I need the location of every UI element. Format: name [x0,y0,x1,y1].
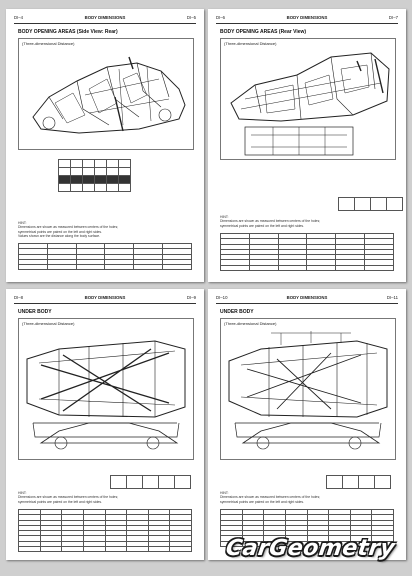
manual-page-1: DI–4 BODY DIMENSIONS DI–5 BODY OPENING A… [6,9,204,282]
figure-caption: (Three-dimensional Distance) [224,321,277,326]
body-shell-drawing [32,56,186,134]
section-title: BODY OPENING AREAS (Side View: Rear) [18,29,118,35]
rear-view-diagram-frame: (Three-dimensional Distance) [220,38,396,160]
manual-page-2: DI–6 BODY DIMENSIONS DI–7 BODY OPENING A… [208,9,406,282]
page-header-title: BODY DIMENSIONS [286,15,328,20]
measurement-table [220,508,394,548]
measurement-table [18,242,192,271]
page-code-right: DI–5 [186,15,196,20]
underbody-drawing [26,340,186,450]
dimension-grid [58,159,131,192]
reference-point-strip [110,475,191,489]
page-header: DI–10 BODY DIMENSIONS DI–11 [216,294,398,304]
hint-notes: HINT: Dimensions are shown as measured b… [220,491,321,504]
section-title: BODY OPENING AREAS (Rear View) [220,29,307,35]
page-code-right: DI–7 [388,15,398,20]
manual-page-4: DI–10 BODY DIMENSIONS DI–11 UNDER BODY (… [208,289,406,560]
hint-notes: HINT: Dimensions are shown as measured b… [220,215,321,228]
section-title: UNDER BODY [18,309,52,315]
page-header: DI–8 BODY DIMENSIONS DI–9 [14,294,196,304]
figure-caption: (Three-dimensional Distance) [22,41,75,46]
reference-point-strip [338,197,403,211]
page-code-right: DI–11 [386,295,398,300]
underbody-diagram-frame: (Three-dimensional Distance) [220,318,396,460]
page-header-title: BODY DIMENSIONS [84,295,126,300]
page-header: DI–6 BODY DIMENSIONS DI–7 [216,14,398,24]
section-title: UNDER BODY [220,309,254,315]
page-code-right: DI–9 [186,295,196,300]
measurement-table [18,508,192,553]
page-code-left: DI–10 [216,295,228,300]
cargeometry-watermark-logo: CarGeometry [224,536,397,561]
hint-notes: HINT: Dimensions are shown as measured b… [18,491,119,504]
measurement-table [220,232,394,272]
page-code-left: DI–6 [216,15,226,20]
reference-point-strip [326,475,391,489]
figure-caption: (Three-dimensional Distance) [224,41,277,46]
page-header-title: BODY DIMENSIONS [84,15,126,20]
body-diagram-frame: (Three-dimensional Distance) [18,38,194,150]
manual-page-3: DI–8 BODY DIMENSIONS DI–9 UNDER BODY (Th… [6,289,204,560]
rear-body-drawing [230,52,390,156]
page-header: DI–4 BODY DIMENSIONS DI–5 [14,14,196,24]
underbody-diagram-frame: (Three-dimensional Distance) [18,318,194,460]
hint-notes: HINT: Dimensions are shown as measured b… [18,221,119,238]
figure-caption: (Three-dimensional Distance) [22,321,75,326]
underbody-drawing [228,331,388,450]
page-code-left: DI–4 [14,15,24,20]
page-code-left: DI–8 [14,295,24,300]
page-header-title: BODY DIMENSIONS [286,295,328,300]
